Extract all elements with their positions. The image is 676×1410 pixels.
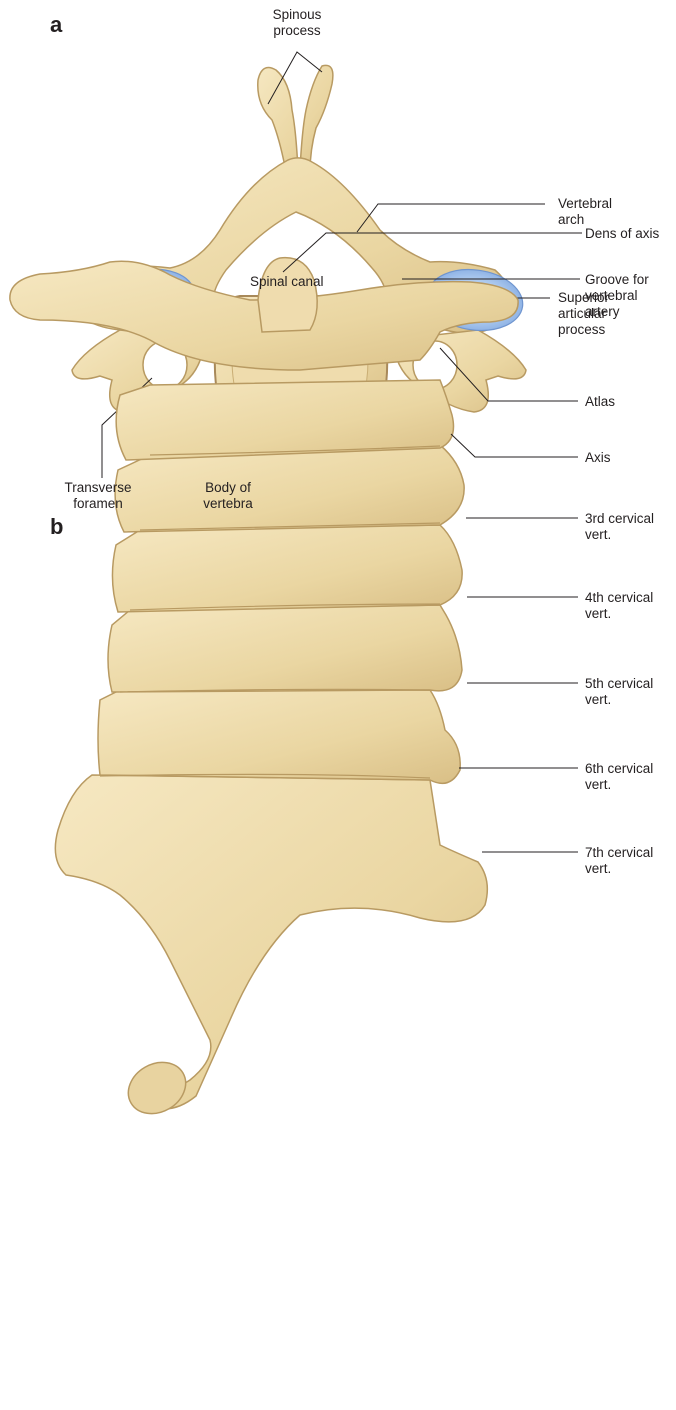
label-spinal-canal: Spinal canal	[250, 274, 324, 290]
label-spinous-process: Spinous process	[250, 7, 344, 39]
label-vertebral-arch: Vertebral arch	[558, 196, 612, 228]
c7-spinous-tip-shape	[119, 1052, 195, 1124]
label-4th-cervical-vert: 4th cervical vert.	[585, 590, 653, 622]
label-axis: Axis	[585, 450, 611, 466]
label-dens-of-axis: Dens of axis	[585, 226, 659, 242]
dens-shape	[258, 258, 317, 332]
label-groove-vertebral-artery: Groove for vertebral artery	[585, 272, 649, 320]
c5-vertebra-shape	[108, 605, 462, 692]
label-body-of-vertebra: Body of vertebra	[183, 480, 273, 512]
panel-b-letter: b	[50, 516, 63, 538]
panel-a-letter: a	[50, 14, 62, 36]
c6-vertebra-shape	[98, 690, 460, 783]
cervical-spine-illustration	[10, 258, 518, 1124]
c7-vertebra-shape	[55, 775, 487, 1109]
label-7th-cervical-vert: 7th cervical vert.	[585, 845, 653, 877]
label-5th-cervical-vert: 5th cervical vert.	[585, 676, 653, 708]
c4-vertebra-shape	[112, 525, 462, 612]
label-atlas: Atlas	[585, 394, 615, 410]
label-6th-cervical-vert: 6th cervical vert.	[585, 761, 653, 793]
label-3rd-cervical-vert: 3rd cervical vert.	[585, 511, 654, 543]
spinous-process-shape	[258, 65, 333, 172]
label-transverse-foramen: Transverse foramen	[48, 480, 148, 512]
